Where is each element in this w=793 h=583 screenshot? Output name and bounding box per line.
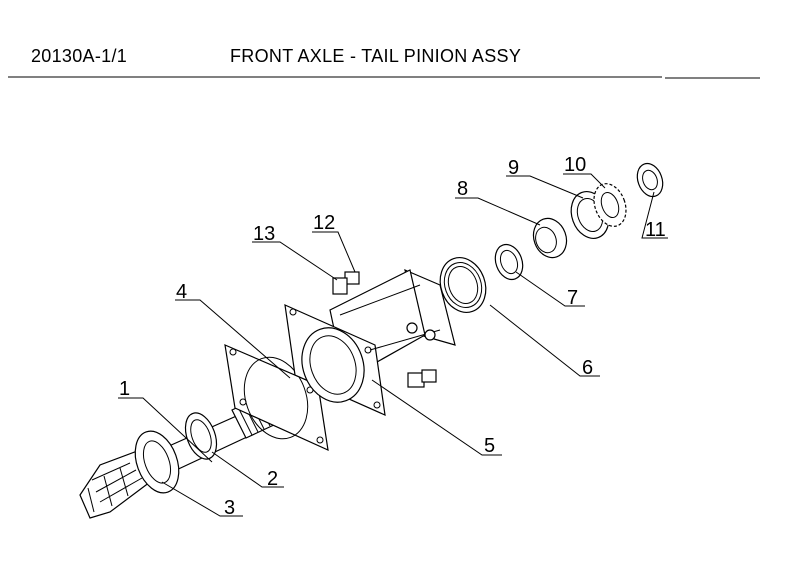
nut-part	[636, 162, 664, 198]
callout-8: 8	[457, 178, 468, 200]
gasket-part	[224, 344, 329, 452]
drawing-code: 20130A-1/1	[31, 46, 128, 66]
lock-washer-part	[593, 183, 627, 227]
callout-5: 5	[484, 435, 495, 457]
page-title: FRONT AXLE - TAIL PINION ASSY	[230, 46, 522, 66]
bearing-8-part	[532, 217, 568, 259]
callout-10: 10	[564, 154, 586, 176]
bearing-3-part	[134, 430, 180, 494]
callout-6: 6	[582, 357, 593, 379]
callout-labels: 1 2 3 4 5 6 7 8 9 10 11 12 13	[119, 154, 666, 519]
bolt-12-part	[332, 271, 360, 295]
callout-4: 4	[176, 281, 187, 303]
callout-1: 1	[119, 378, 130, 400]
callout-7: 7	[567, 287, 578, 309]
shim-ring-part	[184, 412, 218, 460]
callout-11: 11	[645, 219, 666, 241]
header-rule	[8, 76, 760, 79]
spacer-ring-part	[494, 243, 524, 281]
leader-lines	[118, 173, 668, 517]
pinion-shaft-part	[79, 395, 277, 519]
bearing-6-part	[439, 257, 487, 313]
callout-2: 2	[267, 468, 278, 490]
callout-3: 3	[224, 497, 235, 519]
housing-part	[284, 268, 456, 416]
callout-9: 9	[508, 157, 519, 179]
callout-12: 12	[313, 212, 335, 234]
callout-13: 13	[253, 223, 275, 245]
bolt-lower-part	[407, 369, 437, 388]
